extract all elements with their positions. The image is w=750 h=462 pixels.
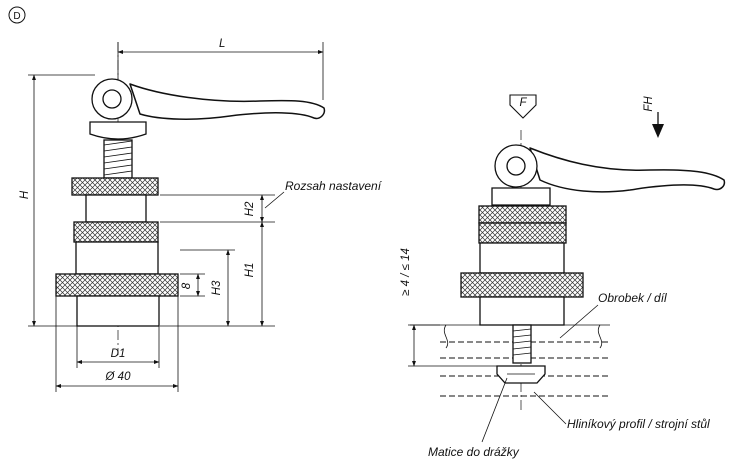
left-middle-body	[85, 194, 147, 223]
force-arrow-fh: FH	[643, 96, 664, 138]
right-top-knurled-ring	[478, 205, 567, 224]
annotation-workpiece: Obrobek / díl	[598, 291, 667, 305]
right-cam-hole	[506, 156, 526, 176]
adjust-range-leader	[264, 191, 285, 209]
workpiece-break-right	[597, 324, 603, 349]
left-lower-body	[75, 241, 159, 275]
workpiece-leader	[559, 304, 599, 339]
dim-label-thickness: ≥ 4 / ≤ 14	[400, 248, 412, 296]
dim-label-l: L	[219, 38, 225, 50]
right-flange-knurl	[460, 272, 584, 298]
t-slot-nut	[496, 365, 546, 384]
annotation-profile: Hliníkový profil / strojní stůl	[567, 417, 710, 431]
dim-label-diameter: Ø 40	[105, 371, 132, 383]
right-second-knurled-ring	[478, 222, 567, 244]
left-view: L H H2	[19, 38, 383, 392]
dim-label-h1: H1	[244, 263, 256, 278]
nut-leader	[481, 377, 508, 443]
left-flange-knurl	[55, 273, 179, 297]
left-top-knurled-ring	[71, 177, 159, 196]
right-lower-body	[479, 242, 565, 274]
force-label-fh: FH	[643, 96, 655, 112]
left-cam-nose	[89, 121, 147, 140]
dim-label-h: H	[19, 190, 31, 199]
left-spring	[103, 139, 133, 179]
right-cam-nose	[491, 187, 551, 206]
annotation-adjust-range: Rozsah nastavení	[285, 179, 383, 193]
right-screw-thread	[512, 328, 532, 356]
dim-label-h2: H2	[244, 201, 256, 216]
dim-label-h3: H3	[211, 280, 223, 295]
force-label-f: F	[519, 97, 527, 109]
right-thread-base	[479, 296, 565, 326]
left-thread-base	[76, 295, 160, 327]
profile-leader	[533, 391, 567, 425]
right-cam-lever	[529, 147, 726, 193]
left-cam-hole	[102, 89, 122, 109]
annotation-nut: Matice do drážky	[428, 445, 520, 459]
left-cam-lever	[129, 83, 326, 120]
force-arrow-f: F	[509, 94, 537, 119]
left-second-knurled-ring	[73, 221, 159, 243]
dim-label-8: 8	[181, 282, 193, 289]
view-marker-letter: D	[13, 11, 20, 22]
workpiece-break-left	[443, 324, 449, 349]
right-view: F FH	[400, 94, 726, 459]
view-marker: D	[8, 6, 26, 24]
dim-label-d1: D1	[111, 348, 126, 360]
